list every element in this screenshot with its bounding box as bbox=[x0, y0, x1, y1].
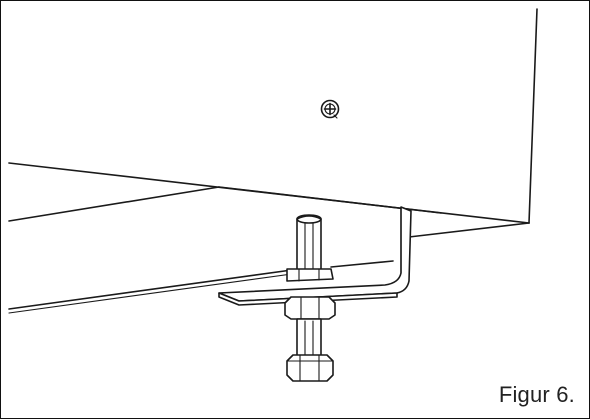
floor-plane bbox=[8, 260, 394, 314]
floor-rear-line bbox=[8, 186, 220, 222]
leveling-bolt bbox=[284, 214, 336, 382]
figure-caption: Figur 6. bbox=[498, 382, 575, 407]
phillips-screw-icon bbox=[320, 99, 340, 119]
cabinet-body bbox=[8, 8, 538, 238]
